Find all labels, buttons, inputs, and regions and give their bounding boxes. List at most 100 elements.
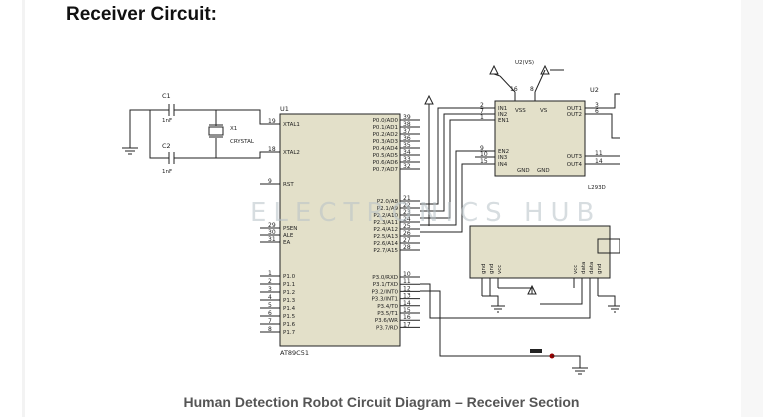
mcu-right-pin-number: 11 (403, 278, 411, 285)
driver-vss-arrow (489, 64, 499, 75)
mcu-right-pin-number: 14 (403, 300, 411, 307)
mcu-right-pin-number: 37 (403, 128, 411, 135)
driver-left-pin-name: IN3 (498, 155, 508, 161)
driver-ref: U2 (590, 86, 599, 94)
motor-left-wire-b (604, 113, 661, 139)
mcu-left-pin-name: RST (283, 182, 294, 188)
rf-receiver-module: gnd gnd vcc vcc data data gnd (420, 225, 622, 319)
mcu-part: AT89C51 (280, 349, 309, 357)
mcu-left-pin-name: P1.5 (283, 314, 296, 320)
mcu-right-pin-name: P0.0/AD0 (373, 118, 399, 124)
mcu-right-pin-name: P3.3/INT1 (371, 297, 398, 303)
receiver-body (469, 225, 611, 279)
cap-ground-wire-1 (129, 109, 169, 148)
driver-right-pin-name: OUT1 (567, 106, 582, 112)
mcu-right-pin-name: P0.5/AD5 (373, 153, 399, 159)
mcu-right-pin-number: 33 (403, 156, 411, 163)
rx-data-wire-2 (540, 296, 583, 305)
driver-vss-wire (499, 75, 516, 93)
xtal2-wire (174, 151, 280, 159)
mcu-right-pin-number: 17 (403, 321, 411, 328)
mcu-left-pin-number: 5 (268, 302, 272, 309)
mcu-right-pin-name: P2.4/A12 (373, 227, 398, 233)
driver-body (494, 100, 586, 177)
driver-left-pin-number: 2 (480, 102, 484, 109)
mcu-left-pin-number: 30 (268, 229, 276, 236)
mcu-right-pin-number: 10 (403, 271, 411, 278)
receiver-pin-4: vcc (573, 265, 579, 274)
mcu-left-pin-number: 6 (268, 310, 272, 317)
mcu-right-pin-name: P2.2/A10 (373, 213, 398, 219)
mcu-right-pin-number: 12 (403, 285, 411, 292)
driver-left-pin-name: IN4 (498, 162, 508, 168)
rx-gnd-wire-left (482, 295, 499, 306)
driver-vs-arrow (540, 64, 550, 75)
mcu-u1: U1 AT89C51 (279, 105, 401, 357)
crystal-ref: X1 (230, 126, 237, 132)
mcu-right-pin-number: 34 (403, 149, 411, 156)
mcu-right-pin-name: P0.7/AD7 (373, 167, 399, 173)
figure-caption: Human Detection Robot Circuit Diagram – … (183, 394, 580, 410)
driver-label-vss: VSS (515, 108, 526, 114)
mcu-right-pin-name: P3.7/RD (376, 325, 398, 331)
driver-right-pin-number: 11 (595, 150, 603, 157)
mcu-right-pin-number: 28 (403, 244, 411, 251)
vcc-arrow-head (424, 94, 434, 105)
rx-data-wire (420, 283, 591, 319)
driver-right-pin-name: OUT3 (567, 154, 583, 160)
driver-left-pin-number: 10 (480, 151, 488, 158)
driver-vss-link (493, 73, 501, 77)
button-cap (530, 349, 542, 353)
mcu-left-pin-number: 2 (268, 278, 272, 285)
driver-top-pin-8: 8 (530, 86, 534, 93)
mcu-left-pin-name: P1.7 (283, 330, 296, 336)
xtal1-wire (174, 109, 280, 125)
mcu-right-pin-name: P3.4/T0 (377, 304, 398, 310)
mcu-right-pin-name: P0.4/AD4 (373, 146, 399, 152)
driver-left-pin-number: 9 (480, 145, 484, 152)
mcu-right-pin-number: 15 (403, 307, 411, 314)
receiver-pin-5: data (581, 262, 587, 274)
crystal-label: CRYSTAL (230, 139, 255, 145)
mcu-left-pin-number: 9 (268, 178, 272, 185)
mcu-right-pin-number: 23 (403, 209, 411, 216)
receiver-pin-3: vcc (497, 265, 503, 274)
mcu-left-pin-number: 19 (268, 118, 276, 125)
driver-left-pin-number: 1 (480, 114, 484, 121)
mcu-right-pin-number: 32 (403, 163, 411, 170)
driver-right-pin-number: 14 (595, 158, 603, 165)
driver-left-pin-name: IN2 (498, 112, 507, 118)
motor-left-wire-a (604, 93, 661, 109)
mcu-left-pin-name: XTAL1 (283, 122, 300, 128)
mcu-left-pin-name: P1.4 (283, 306, 296, 312)
mcu-right-pin-number: 39 (403, 114, 411, 121)
oscillator-section: C1 1nF C2 1nF X1 CRYSTAL (122, 92, 280, 175)
mcu-right-pin-name: P0.2/AD2 (373, 132, 398, 138)
driver-vs-wire (534, 69, 546, 93)
mcu-left-pin-name: P1.1 (283, 282, 295, 288)
motor-driver-u2: U2(VS) U2 L293D 16 8 VSS VS GND GND (489, 60, 606, 191)
receiver-pin-6: data (589, 262, 595, 274)
mcu-right-pin-name: P2.0/A8 (377, 199, 399, 205)
c1-ref: C1 (162, 92, 171, 100)
mcu-right-pin-number: 25 (403, 223, 411, 230)
mcu-left-pin-number: 31 (268, 236, 276, 243)
cap-ground-wire-2 (149, 110, 169, 159)
page-scrollbar-track[interactable] (741, 0, 763, 417)
mcu-right-pin-number: 27 (403, 237, 411, 244)
mcu-left-pin-name: P1.2 (283, 290, 295, 296)
mcu-right-pin-number: 16 (403, 314, 411, 321)
mcu-right-pin-number: 36 (403, 135, 411, 142)
receiver-pin-2: gnd (489, 264, 495, 274)
mcu-right-pin-name: P3.6/WR (375, 318, 398, 324)
mcu-left-pin-number: 1 (268, 270, 272, 277)
page-margin-left (22, 0, 25, 417)
mcu-right-pin-number: 13 (403, 293, 411, 300)
rx-vcc-wire (498, 287, 533, 294)
mcu-right-pin-number: 35 (403, 142, 411, 149)
driver-part: L293D (588, 185, 606, 191)
mcu-right-pin-name: P0.1/AD1 (373, 125, 398, 131)
push-button (420, 290, 588, 375)
